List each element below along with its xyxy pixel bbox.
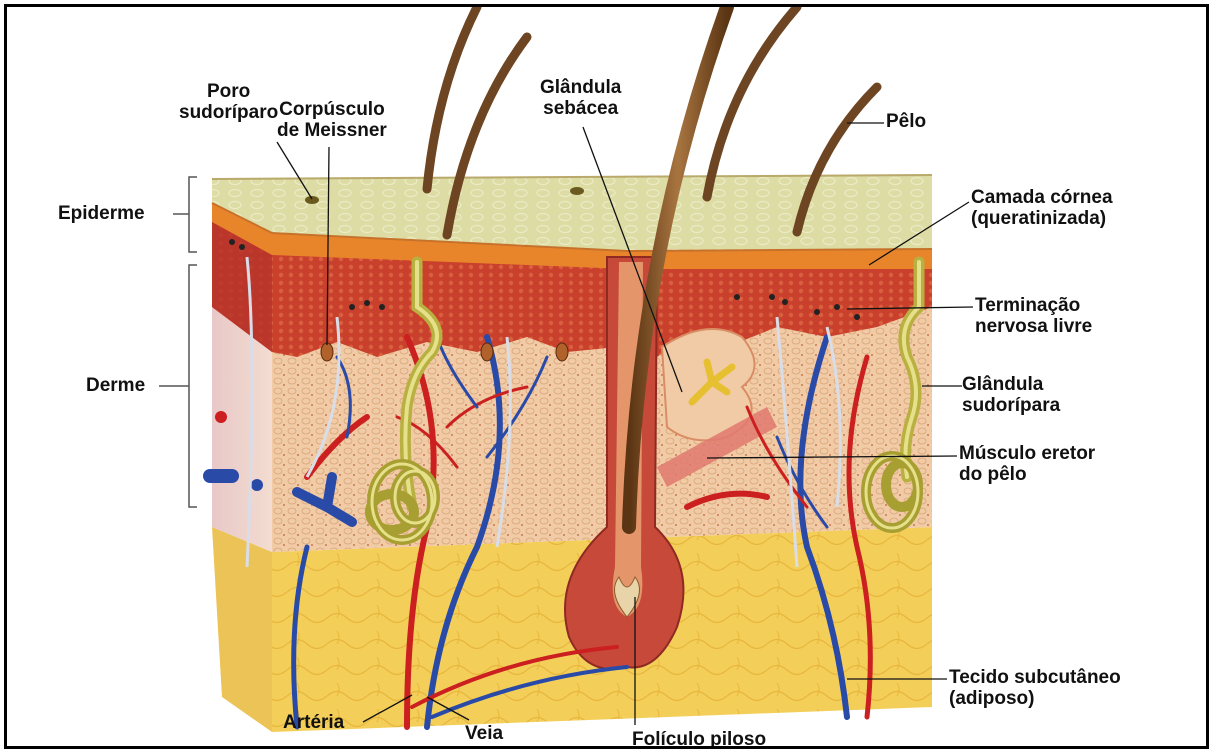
- label-corpusculo-line2: de Meissner: [277, 120, 387, 141]
- layer-brackets: [159, 177, 197, 507]
- label-musculo-eretor: Músculo eretor do pêlo: [959, 443, 1095, 485]
- label-pelo: Pêlo: [886, 111, 926, 132]
- label-cornea-line1: Camada córnea: [971, 187, 1113, 208]
- label-veia: Veia: [465, 723, 503, 744]
- label-epiderme: Epiderme: [58, 203, 145, 224]
- label-sebacea-line1: Glândula: [540, 77, 621, 98]
- label-sudoripara-line1: Glândula: [962, 374, 1060, 395]
- label-camada-cornea: Camada córnea (queratinizada): [971, 187, 1113, 229]
- vein-cut: [203, 469, 239, 483]
- label-sudoripara-line2: sudorípara: [962, 395, 1060, 416]
- label-poro-line2: sudoríparo: [179, 102, 278, 123]
- label-subcutaneo-line2: (adiposo): [949, 688, 1121, 709]
- label-musculo-line1: Músculo eretor: [959, 443, 1095, 464]
- label-corpusculo-meissner: Corpúsculo de Meissner: [277, 99, 387, 141]
- diagram-frame: Poro sudoríparo Corpúsculo de Meissner G…: [4, 4, 1209, 749]
- label-sebacea-line2: sebácea: [540, 98, 621, 119]
- label-poro-sudoriparo: Poro sudoríparo: [179, 81, 278, 123]
- label-foliculo-piloso: Folículo piloso: [632, 729, 766, 749]
- label-tecido-subcutaneo: Tecido subcutâneo (adiposo): [949, 667, 1121, 709]
- label-glandula-sudoripara: Glândula sudorípara: [962, 374, 1060, 416]
- label-subcutaneo-line1: Tecido subcutâneo: [949, 667, 1121, 688]
- sweat-pore: [305, 196, 319, 204]
- label-corpusculo-line1: Corpúsculo: [277, 99, 387, 120]
- label-terminacao-nervosa: Terminação nervosa livre: [975, 295, 1092, 337]
- label-terminacao-line2: nervosa livre: [975, 316, 1092, 337]
- label-arteria: Artéria: [283, 712, 344, 733]
- label-cornea-line2: (queratinizada): [971, 208, 1113, 229]
- subcutaneous-side: [212, 527, 272, 732]
- label-poro-line1: Poro: [179, 81, 278, 102]
- label-derme: Derme: [86, 375, 145, 396]
- label-terminacao-line1: Terminação: [975, 295, 1092, 316]
- label-glandula-sebacea: Glândula sebácea: [540, 77, 621, 119]
- label-musculo-line2: do pêlo: [959, 464, 1095, 485]
- meissner-corpuscle: [321, 343, 333, 361]
